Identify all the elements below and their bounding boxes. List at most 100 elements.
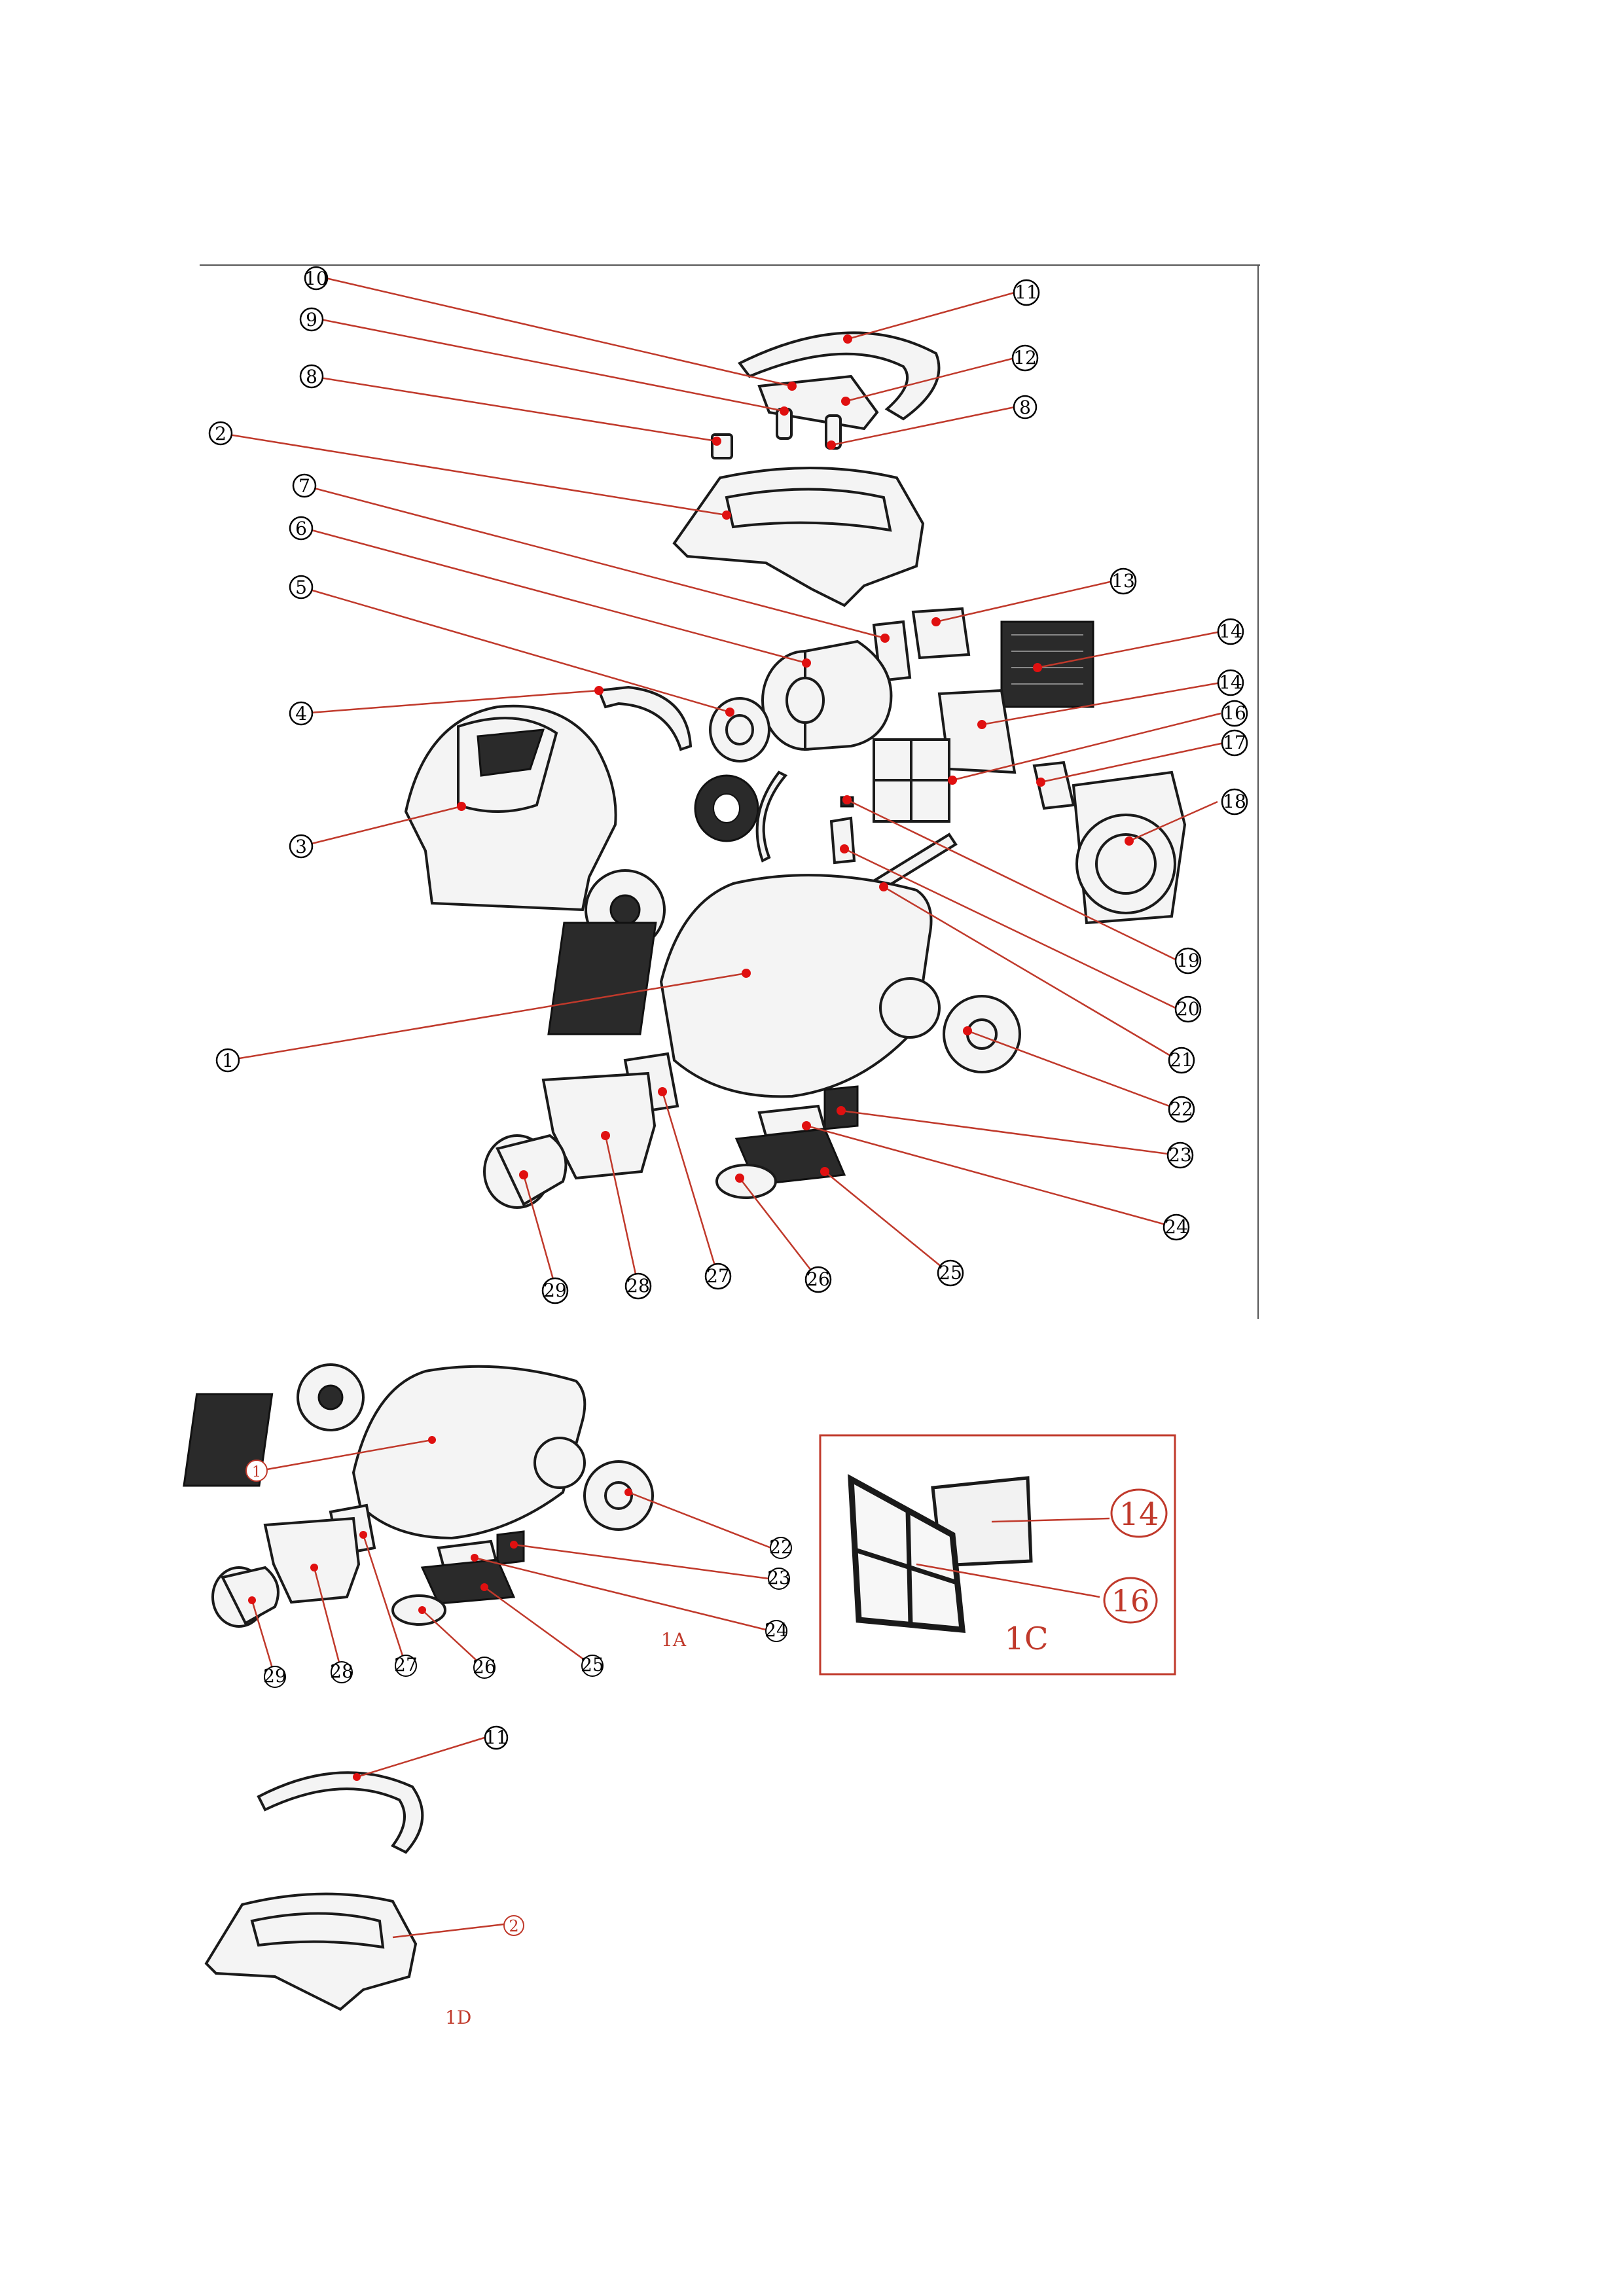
- callout-16: 16: [1221, 700, 1248, 727]
- part-dust-handle: [477, 728, 545, 777]
- callout-17: 17: [1221, 729, 1248, 757]
- callout-14a: 14: [1217, 618, 1244, 645]
- detail-1a-front-panel: [263, 1516, 361, 1604]
- detail-1d-top-cover: [204, 1892, 418, 2011]
- svg-text:26: 26: [806, 1268, 830, 1290]
- part-tube-29-body: [496, 1134, 568, 1206]
- svg-text:27: 27: [394, 1654, 418, 1676]
- svg-text:11: 11: [484, 1727, 508, 1748]
- part-bracket-4: [597, 685, 693, 751]
- part-exhaust-filter: [1000, 620, 1094, 708]
- detail-1a-callout-1: 1: [245, 1460, 268, 1482]
- svg-text:7: 7: [298, 475, 310, 497]
- callout-26: 26: [804, 1266, 832, 1293]
- svg-text:25: 25: [939, 1262, 962, 1283]
- svg-text:20: 20: [1176, 998, 1200, 1020]
- detail-1c: 14 16 1C: [819, 1434, 1176, 1676]
- callout-28: 28: [624, 1272, 652, 1300]
- svg-text:23: 23: [767, 1567, 791, 1588]
- detail-1c-leader-14: [991, 1517, 1110, 1523]
- svg-text:11: 11: [1015, 281, 1038, 303]
- svg-text:8: 8: [306, 366, 317, 387]
- svg-text:23: 23: [1168, 1144, 1192, 1166]
- detail-1a-callout-24: 24: [765, 1619, 788, 1642]
- part-wheel-left-hub: [609, 894, 641, 925]
- svg-text:1: 1: [252, 1464, 261, 1480]
- part-bracket-17: [1032, 761, 1075, 810]
- detail-1a-knob: [496, 1530, 525, 1566]
- detail-1d-handle: [257, 1771, 424, 1854]
- detail-1a-leaders: [251, 1439, 772, 1677]
- detail-1a-caption: 1A: [661, 1629, 687, 1651]
- svg-text:10: 10: [304, 268, 328, 289]
- part-top-cover-inner: [725, 488, 892, 532]
- main-callouts: 10 9 8 2 7 6 5 4 3 1 11 12 8 13 14 14 16…: [208, 266, 1248, 1304]
- svg-text:9: 9: [306, 309, 317, 331]
- callout-1: 1: [215, 1048, 240, 1073]
- detail-1d-leader-2: [392, 1923, 505, 1939]
- svg-text:8: 8: [1019, 397, 1031, 418]
- part-motor-hub: [785, 677, 825, 724]
- part-exhaust-filter-grid: [1011, 634, 1083, 685]
- callout-8a: 8: [299, 364, 324, 389]
- part-filter-sheet: [937, 689, 1017, 774]
- detail-1a-wheel-right-hub: [604, 1481, 633, 1510]
- part-seal-ring-hole: [713, 793, 740, 823]
- callout-5: 5: [289, 575, 314, 600]
- part-20: [829, 816, 856, 865]
- svg-text:19: 19: [1176, 950, 1200, 971]
- svg-text:29: 29: [263, 1665, 287, 1687]
- callout-7: 7: [292, 473, 317, 498]
- svg-text:27: 27: [706, 1265, 730, 1287]
- part-disc-26: [715, 1164, 777, 1199]
- svg-text:26: 26: [473, 1656, 496, 1677]
- detail-1d-dot-11: [353, 1773, 361, 1781]
- callout-27: 27: [704, 1263, 732, 1290]
- detail-1a-callout-26: 26: [473, 1656, 496, 1679]
- main-leader-lines: [220, 277, 1225, 1291]
- callout-29: 29: [541, 1277, 569, 1304]
- svg-text:24: 24: [765, 1619, 788, 1641]
- detail-1d: 11 2 1D: [204, 1725, 524, 2028]
- callout-23: 23: [1166, 1141, 1194, 1169]
- detail-1c-caption: 1C: [1004, 1621, 1048, 1657]
- detail-1c-filter-frame: [848, 1474, 966, 1633]
- svg-text:14: 14: [1219, 620, 1242, 642]
- part-ring-5-inner: [725, 714, 754, 745]
- svg-text:16: 16: [1111, 1583, 1150, 1619]
- detail-1a-dots: [248, 1436, 632, 1614]
- svg-text:22: 22: [1170, 1098, 1193, 1120]
- svg-text:4: 4: [295, 703, 307, 725]
- callout-8b: 8: [1013, 395, 1038, 420]
- detail-1d-callout-11: 11: [484, 1725, 509, 1750]
- callout-11: 11: [1013, 279, 1040, 306]
- svg-text:24: 24: [1164, 1216, 1188, 1238]
- part-rear-grille-disc-inner: [1095, 833, 1157, 895]
- part-main-body-grille: [547, 922, 657, 1035]
- detail-1a-callouts: 1 22 23 24 25 26 27 28 29: [245, 1460, 793, 1688]
- part-handle: [737, 331, 941, 421]
- detail-1d-top-cover-inner: [250, 1912, 385, 1949]
- svg-text:2: 2: [509, 1917, 518, 1935]
- detail-1a-callout-22: 22: [769, 1536, 793, 1559]
- callout-14b: 14: [1217, 669, 1244, 696]
- detail-1c-filter-frame-h: [854, 1547, 958, 1585]
- detail-1a-body: [352, 1365, 586, 1540]
- callout-20: 20: [1174, 996, 1202, 1023]
- svg-text:16: 16: [1223, 702, 1246, 724]
- callout-22: 22: [1168, 1096, 1195, 1123]
- svg-text:14: 14: [1219, 672, 1242, 693]
- detail-1d-leader-11: [356, 1736, 485, 1778]
- svg-text:29: 29: [543, 1280, 567, 1301]
- detail-1a-callout-27: 27: [394, 1654, 418, 1677]
- svg-text:17: 17: [1223, 732, 1246, 753]
- svg-text:22: 22: [769, 1536, 793, 1558]
- callout-9: 9: [299, 307, 324, 332]
- part-motor-body: [804, 639, 893, 751]
- svg-text:18: 18: [1223, 791, 1246, 812]
- svg-text:5: 5: [295, 577, 307, 598]
- detail-1c-border: [819, 1434, 1176, 1676]
- detail-1a-plate-25: [420, 1558, 516, 1605]
- detail-1a-callout-28: 28: [330, 1660, 353, 1683]
- svg-text:2: 2: [215, 423, 226, 444]
